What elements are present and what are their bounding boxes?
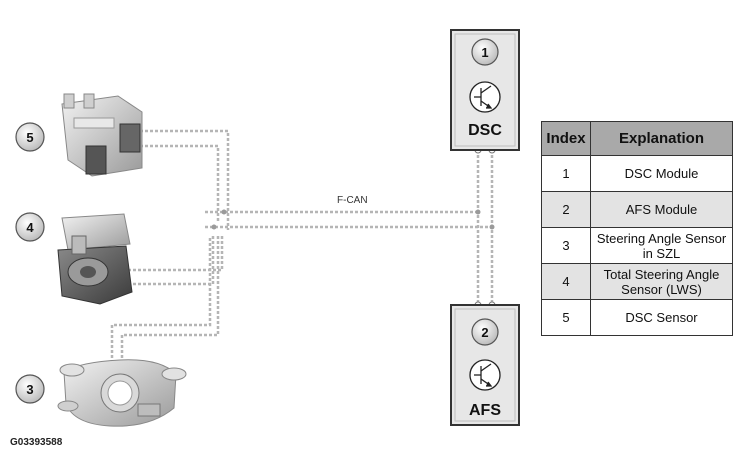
- legend-index: 2: [541, 191, 591, 228]
- legend-explanation: DSC Module: [590, 155, 733, 192]
- legend-row: 5 DSC Sensor: [541, 299, 733, 336]
- legend-table: Index Explanation 1 DSC Module 2 AFS Mod…: [541, 121, 733, 336]
- legend-explanation: Total Steering Angle Sensor (LWS): [590, 263, 733, 300]
- module-name: DSC: [468, 122, 502, 139]
- badge-3: [15, 374, 45, 404]
- szl-sensor-part: [57, 359, 187, 427]
- legend-row: 2 AFS Module: [541, 191, 733, 228]
- legend-header-row: Index Explanation: [541, 121, 733, 156]
- transistor-icon: [469, 81, 501, 113]
- module-number: 2: [481, 325, 488, 340]
- badge-2: [471, 318, 499, 346]
- legend-index: 1: [541, 155, 591, 192]
- module-name: AFS: [469, 402, 501, 419]
- transistor-icon: [469, 359, 501, 391]
- component-number: 5: [26, 130, 33, 145]
- legend-row: 4 Total Steering Angle Sensor (LWS): [541, 263, 733, 300]
- legend-explanation: DSC Sensor: [590, 299, 733, 336]
- module-number: 1: [481, 45, 488, 60]
- badge-1: [471, 38, 499, 66]
- component-number: 4: [26, 220, 34, 235]
- afs-module: 2 AFS: [450, 304, 520, 426]
- legend-row: 3 Steering Angle Sensor in SZL: [541, 227, 733, 264]
- legend-index: 5: [541, 299, 591, 336]
- legend-explanation: AFS Module: [590, 191, 733, 228]
- bus-label: F-CAN: [337, 195, 368, 206]
- legend-index: 4: [541, 263, 591, 300]
- dsc-sensor-part: [61, 93, 143, 177]
- dsc-module: 1 DSC: [450, 29, 520, 151]
- component-number: 3: [26, 382, 33, 397]
- legend-header-index: Index: [541, 121, 591, 156]
- badge-5: [15, 122, 45, 152]
- legend-explanation: Steering Angle Sensor in SZL: [590, 227, 733, 264]
- badge-4: [15, 212, 45, 242]
- legend-index: 3: [541, 227, 591, 264]
- figure-id: G03393588: [10, 437, 63, 448]
- lws-sensor-part: [57, 213, 133, 305]
- wire-harness: [110, 129, 494, 368]
- legend-header-explanation: Explanation: [590, 121, 733, 156]
- legend-row: 1 DSC Module: [541, 155, 733, 192]
